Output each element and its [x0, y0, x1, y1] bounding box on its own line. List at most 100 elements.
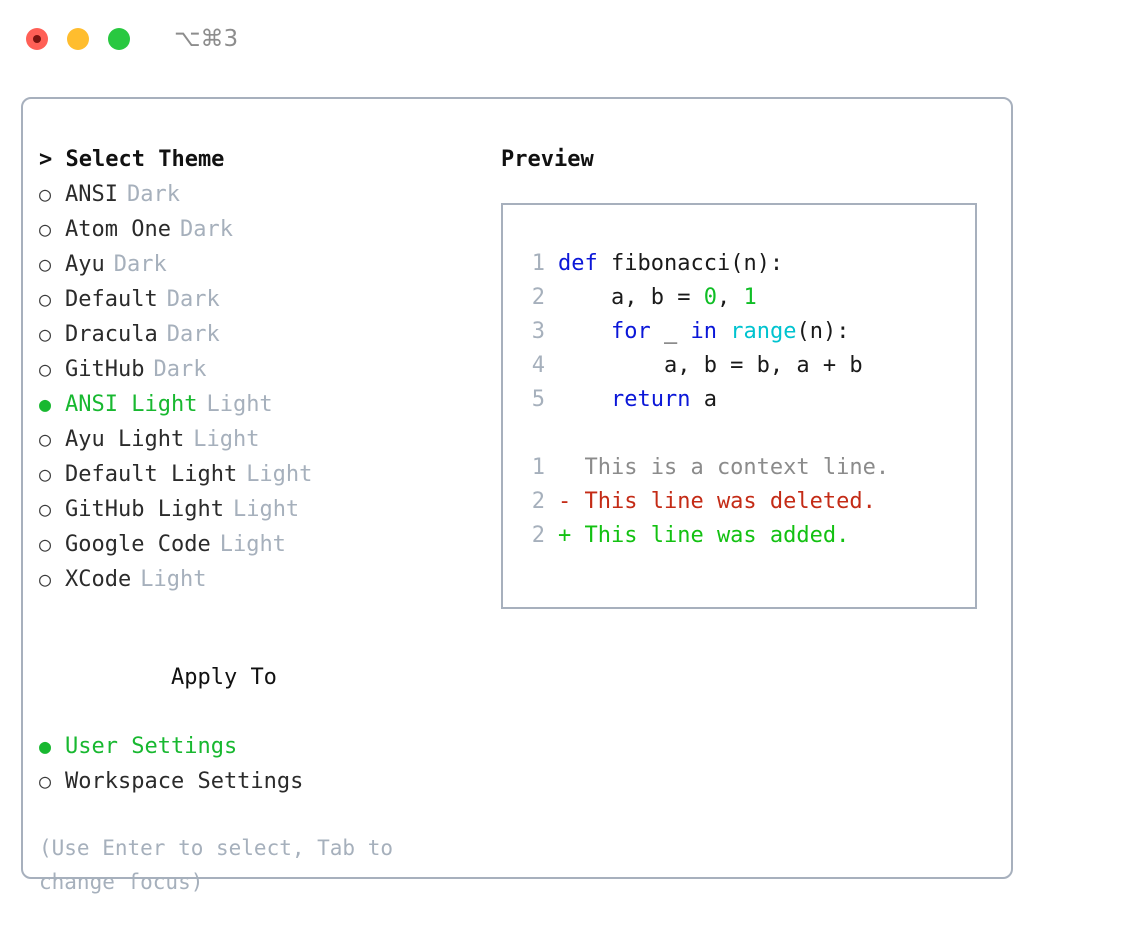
line-number: 2 — [531, 489, 545, 514]
code-token-fn: range — [730, 319, 797, 344]
code-text: def fibonacci(n): — [558, 247, 783, 281]
code-text: return a — [558, 383, 717, 417]
code-token-def — [717, 319, 730, 344]
radio-unselected-icon: ○ — [39, 287, 52, 311]
theme-option-variant: Dark — [179, 217, 233, 242]
theme-option-variant: Light — [232, 497, 300, 522]
apply-to-option-workspace-settings[interactable]: ○ Workspace Settings — [39, 764, 479, 799]
apply-to-option-label: User Settings — [65, 734, 238, 759]
radio-unselected-icon: ○ — [39, 532, 52, 556]
theme-option-label: Default — [65, 287, 158, 312]
hint-spacer — [39, 799, 479, 831]
code-token-def: a, b = — [558, 285, 704, 310]
theme-option-label: ANSI — [65, 182, 118, 207]
theme-option-github[interactable]: ○ GitHub Dark — [39, 352, 479, 387]
theme-option-variant: Dark — [153, 357, 207, 382]
diff-text: This is a context line. — [558, 455, 890, 480]
window-controls — [26, 28, 130, 50]
apply-to-option-label: Workspace Settings — [65, 769, 304, 794]
theme-option-ayu[interactable]: ○ Ayu Dark — [39, 247, 479, 282]
theme-option-atom-one[interactable]: ○ Atom One Dark — [39, 212, 479, 247]
line-number: 2 — [531, 285, 545, 310]
diff-text: - This line was deleted. — [558, 489, 876, 514]
code-line: 5 return a — [519, 383, 969, 417]
code-token-def: a, b = b, a + b — [558, 353, 863, 378]
line-number: 3 — [531, 319, 545, 344]
line-number: 1 — [531, 455, 545, 480]
apply-to-list[interactable]: ● User Settings ○ Workspace Settings — [39, 729, 479, 799]
theme-option-label: Atom One — [65, 217, 171, 242]
apply-to-option-user-settings[interactable]: ● User Settings — [39, 729, 479, 764]
code-line: 3 for _ in range(n): — [519, 315, 969, 349]
diff-line-ctx: 1 This is a context line. — [519, 451, 969, 485]
code-token-kw: for — [610, 319, 651, 344]
code-token-def: a — [690, 387, 717, 412]
theme-option-label: Default Light — [65, 462, 238, 487]
code-token-def — [558, 319, 611, 344]
apply-to-heading: Apply To — [39, 627, 479, 729]
theme-option-variant: Dark — [113, 252, 167, 277]
theme-option-ansi-light[interactable]: ● ANSI Light Light — [39, 387, 479, 422]
theme-option-google-code[interactable]: ○ Google Code Light — [39, 527, 479, 562]
radio-unselected-icon: ○ — [39, 357, 52, 381]
code-line: 2 a, b = 0, 1 — [519, 281, 969, 315]
code-token-def: , — [716, 285, 744, 310]
theme-option-github-light[interactable]: ○ GitHub Light Light — [39, 492, 479, 527]
radio-unselected-icon: ○ — [39, 322, 52, 346]
radio-unselected-icon: ○ — [39, 462, 52, 486]
radio-unselected-icon: ○ — [39, 427, 52, 451]
theme-option-variant: Light — [140, 567, 207, 592]
theme-option-variant: Light — [206, 392, 273, 417]
preview-heading: Preview — [501, 147, 594, 172]
theme-option-variant: Dark — [126, 182, 180, 207]
close-button[interactable] — [26, 28, 48, 50]
keyboard-hint: (Use Enter to select, Tab to change focu… — [39, 836, 406, 894]
maximize-button[interactable] — [108, 28, 130, 50]
code-token-kw: in — [690, 319, 717, 344]
radio-unselected-icon: ○ — [39, 497, 52, 521]
theme-option-variant: Dark — [166, 287, 220, 312]
theme-option-default[interactable]: ○ Default Dark — [39, 282, 479, 317]
theme-option-default-light[interactable]: ○ Default Light Light — [39, 457, 479, 492]
code-token-num: 0 — [703, 285, 717, 310]
minimize-button[interactable] — [67, 28, 89, 50]
radio-unselected-icon: ○ — [39, 252, 52, 276]
theme-option-variant: Light — [246, 462, 313, 487]
theme-option-label: GitHub Light — [65, 497, 224, 522]
code-text: a, b = 0, 1 — [558, 281, 757, 315]
window-titlebar: ⌥⌘3 — [0, 0, 1140, 78]
code-text: for _ in range(n): — [558, 315, 849, 349]
radio-selected-icon: ● — [39, 734, 52, 758]
theme-option-label: GitHub — [65, 357, 145, 382]
code-token-def: (n): — [796, 319, 850, 344]
diff-text: + This line was added. — [558, 523, 850, 548]
close-icon — [33, 35, 41, 43]
list-spacer — [39, 597, 479, 627]
theme-option-label: Ayu — [65, 252, 105, 277]
radio-unselected-icon: ○ — [39, 567, 52, 591]
theme-option-label: ANSI Light — [65, 392, 198, 417]
theme-option-label: Dracula — [65, 322, 158, 347]
radio-selected-icon: ● — [39, 392, 52, 416]
theme-option-label: Google Code — [65, 532, 211, 557]
radio-unselected-icon: ○ — [39, 769, 52, 793]
code-text: a, b = b, a + b — [558, 349, 863, 383]
apply-to-label: Apply To — [170, 665, 277, 690]
theme-option-variant: Light — [219, 532, 286, 557]
line-number: 2 — [531, 523, 545, 548]
theme-option-label: Ayu Light — [65, 427, 185, 452]
radio-unselected-icon: ○ — [39, 217, 52, 241]
radio-unselected-icon: ○ — [39, 182, 52, 206]
theme-option-ansi[interactable]: ○ ANSI Dark — [39, 177, 479, 212]
code-token-kw: def — [558, 251, 598, 276]
